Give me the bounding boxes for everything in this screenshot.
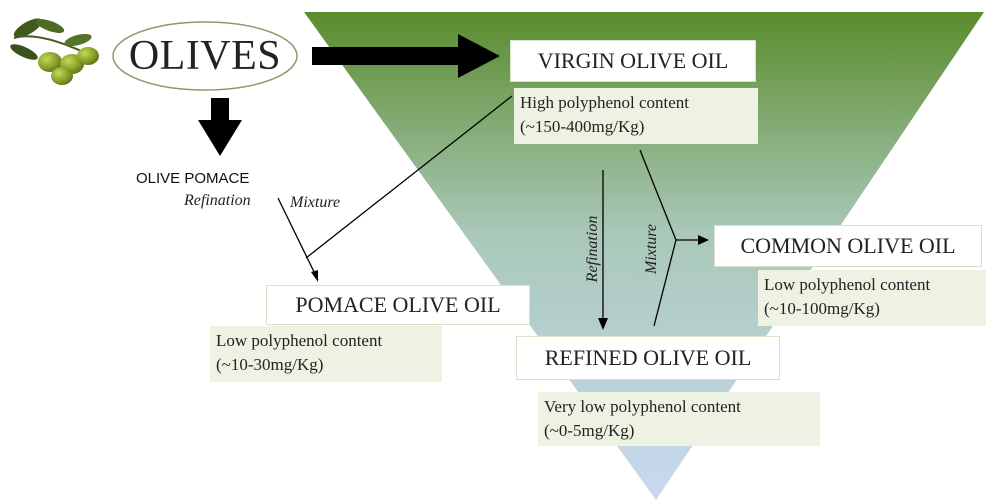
olives-oval	[112, 21, 298, 91]
pomace-olive-oil-title: POMACE OLIVE OIL	[266, 285, 530, 325]
common-note-line1: Low polyphenol content	[764, 275, 931, 294]
virgin-note-line2: (~150-400mg/Kg)	[520, 117, 645, 136]
mixture-left-label: Mixture	[290, 194, 341, 211]
refination-center-label: Refination	[584, 215, 601, 283]
common-olive-oil-note: Low polyphenol content (~10-100mg/Kg)	[758, 270, 986, 326]
bracket-mixture-to-common	[639, 149, 709, 327]
polyphenol-triangle	[304, 12, 984, 500]
pomace-note-line1: Low polyphenol content	[216, 331, 383, 350]
arrow-pomace-refination	[277, 197, 319, 282]
arrow-refination-center	[598, 170, 608, 330]
refined-olive-oil-note: Very low polyphenol content (~0-5mg/Kg)	[538, 392, 820, 446]
refined-olive-oil-title: REFINED OLIVE OIL	[516, 336, 780, 380]
arrow-olives-to-virgin	[312, 34, 500, 78]
refination-left-label: Refination	[184, 192, 251, 209]
arrow-olives-to-pomace	[198, 98, 242, 156]
refined-note-line1: Very low polyphenol content	[544, 397, 741, 416]
pomace-olive-oil-note: Low polyphenol content (~10-30mg/Kg)	[210, 326, 442, 382]
virgin-olive-oil-note: High polyphenol content (~150-400mg/Kg)	[514, 88, 758, 144]
pomace-note-line2: (~10-30mg/Kg)	[216, 355, 324, 374]
olive-branch-icon	[10, 18, 99, 85]
common-note-line2: (~10-100mg/Kg)	[764, 299, 880, 318]
mixture-center-label: Mixture	[643, 223, 660, 275]
line-virgin-mixture	[305, 95, 513, 259]
olives-label: OLIVES	[128, 33, 282, 79]
virgin-olive-oil-title: VIRGIN OLIVE OIL	[510, 40, 756, 82]
olive-pomace-label: OLIVE POMACE	[136, 170, 250, 187]
virgin-note-line1: High polyphenol content	[520, 93, 690, 112]
refined-note-line2: (~0-5mg/Kg)	[544, 421, 635, 440]
common-olive-oil-title: COMMON OLIVE OIL	[714, 225, 982, 267]
